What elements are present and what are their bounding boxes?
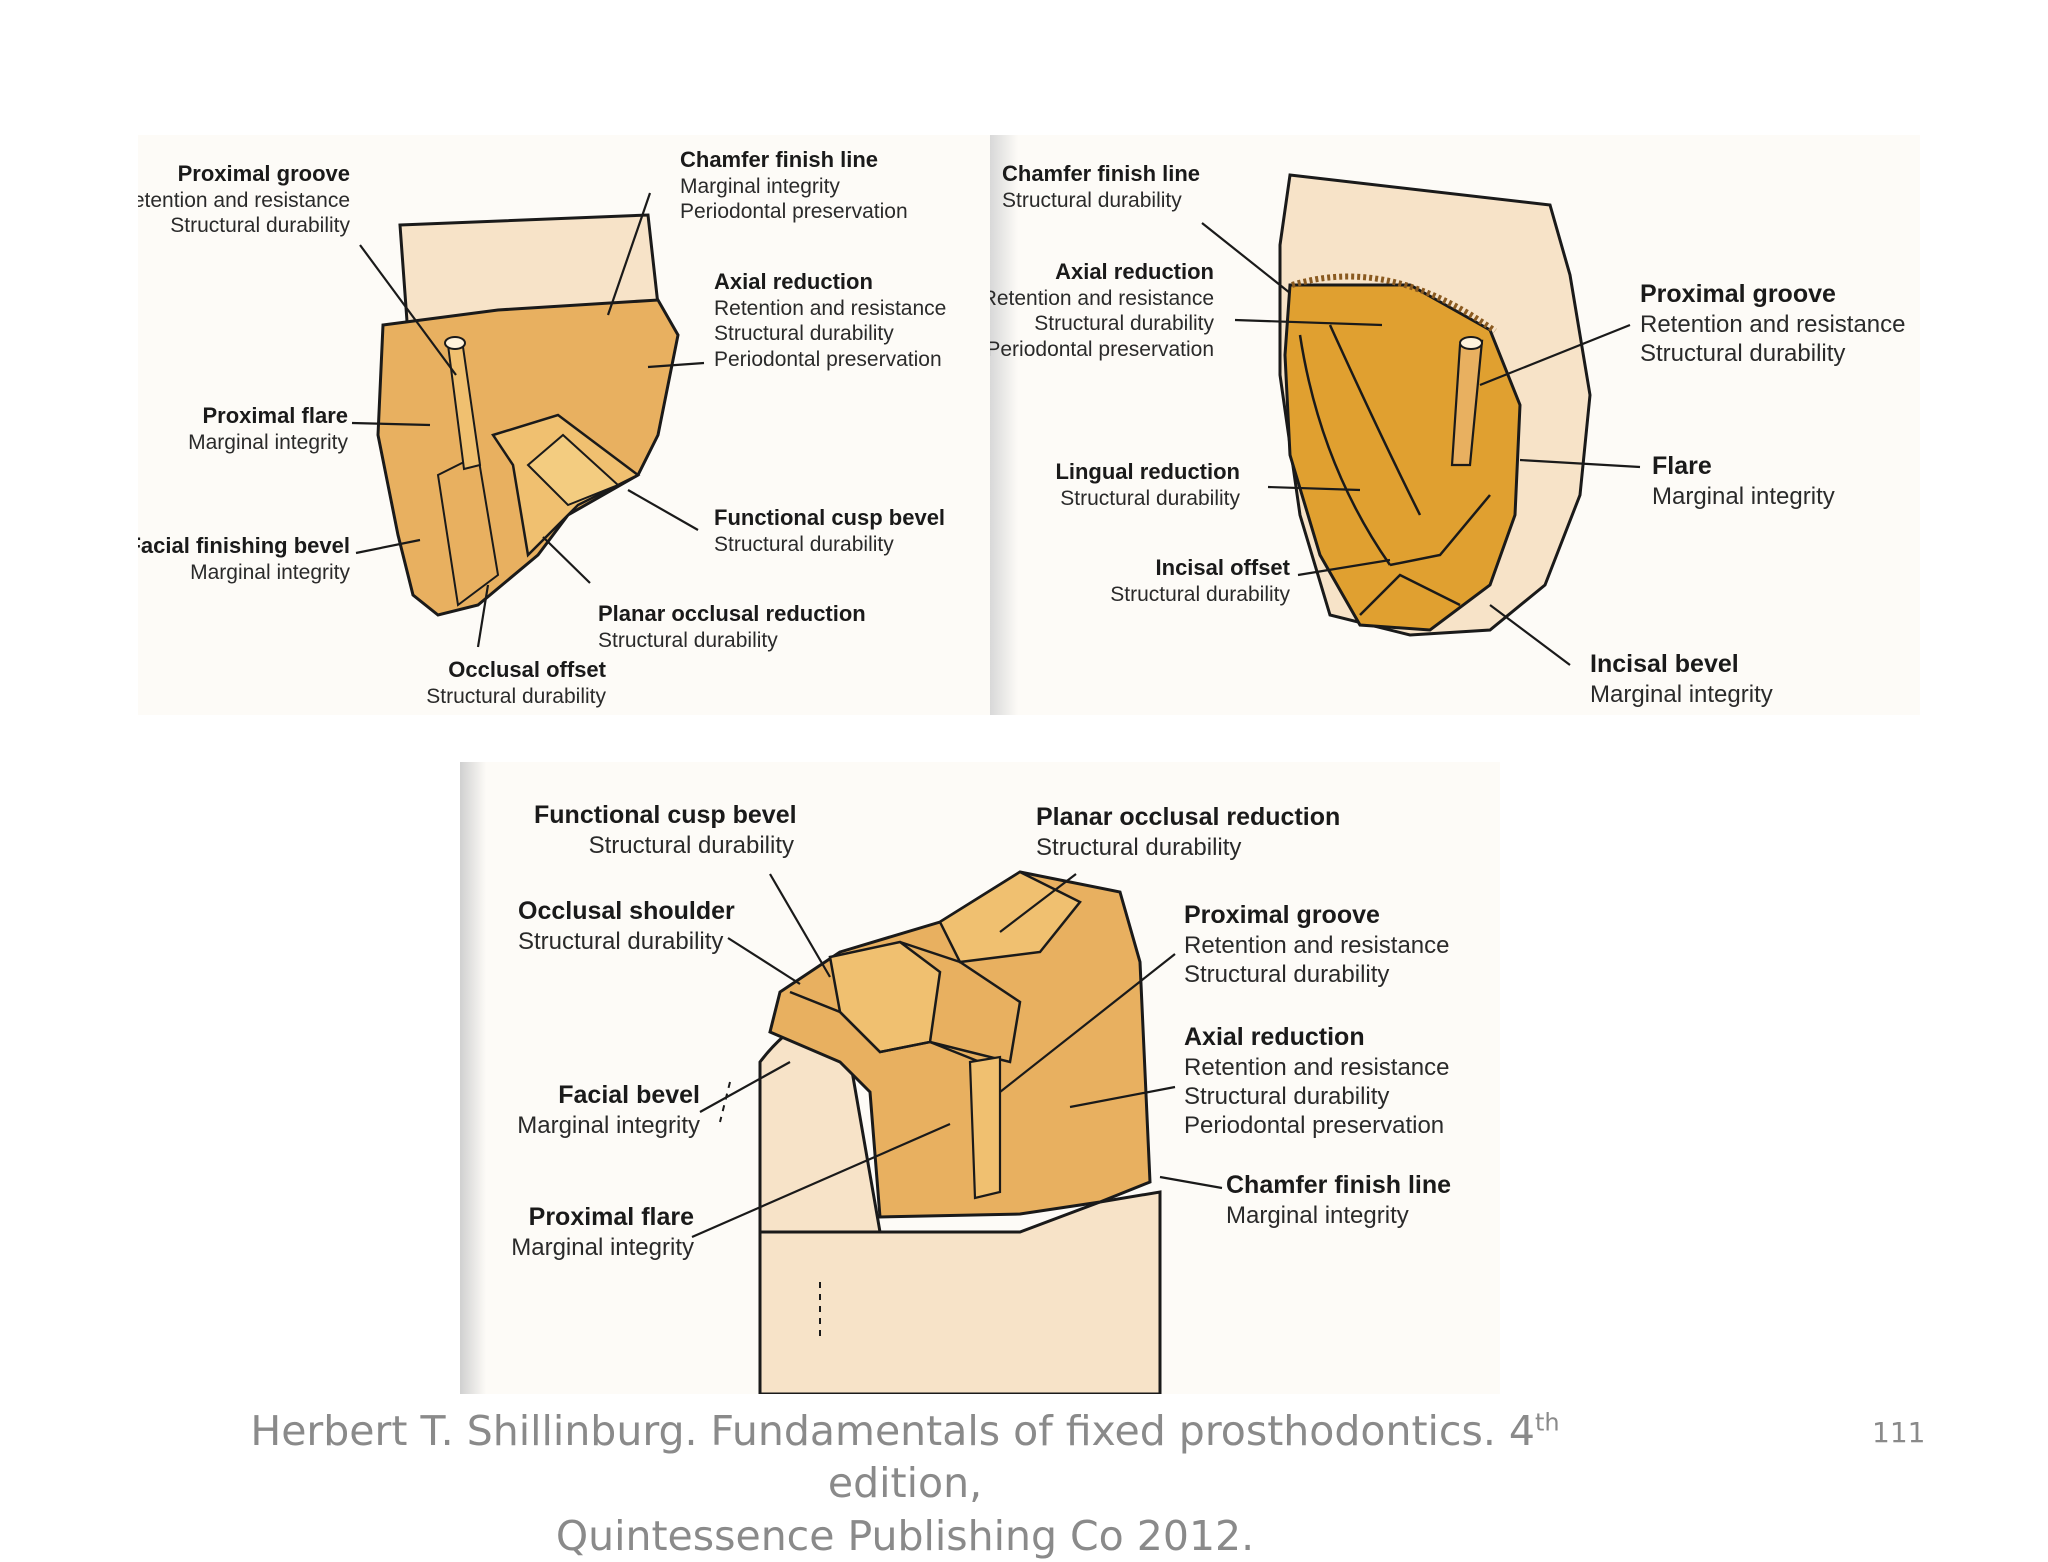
- citation-line-1: Herbert T. Shillinburg. Fundamentals of …: [250, 1407, 1560, 1508]
- figure-a-label-proximal-groove: Proximal groove Retention and resistance…: [138, 161, 350, 238]
- figure-a-label-chamfer-finish-line: Chamfer finish line Marginal integrity P…: [680, 147, 908, 224]
- figure-a-panel: Proximal groove Retention and resistance…: [138, 135, 990, 715]
- figure-b-label-incisal-offset: Incisal offset Structural durability: [1110, 555, 1290, 606]
- figure-b-chamfer-band: [1291, 273, 1497, 334]
- figure-c-tooth-root: [758, 1190, 1162, 1394]
- figure-a-label-proximal-flare: Proximal flare Marginal integrity: [188, 403, 348, 454]
- figure-c-label-functional-cusp-bevel: Functional cusp bevel Structural durabil…: [534, 801, 797, 859]
- figure-a-label-axial-reduction: Axial reduction Retention and resistance…: [714, 269, 947, 372]
- figure-c-page-shadow: [460, 762, 486, 1394]
- figure-b-label-flare: Flare Marginal integrity: [1652, 452, 1835, 510]
- figure-a-leader-lines: [351, 192, 705, 648]
- figure-a-label-occlusal-offset: Occlusal offset Structural durability: [426, 657, 606, 708]
- figure-c-label-axial-reduction: Axial reduction Retention and resistance…: [1184, 1023, 1450, 1140]
- figure-b-tooth-drawing: [1201, 173, 1641, 666]
- figure-c-label-proximal-flare: Proximal flare Marginal integrity: [511, 1203, 694, 1261]
- page-number: 111: [1872, 1416, 1926, 1449]
- figure-c-groove: [968, 1055, 1002, 1200]
- citation: Herbert T. Shillinburg. Fundamentals of …: [180, 1405, 1630, 1562]
- figure-b-label-lingual-reduction: Lingual reduction Structural durability: [1055, 459, 1240, 510]
- figure-c-label-proximal-groove: Proximal groove Retention and resistance…: [1184, 901, 1450, 988]
- figure-c-label-chamfer-finish-line: Chamfer finish line Marginal integrity: [1226, 1171, 1452, 1229]
- figure-c-label-facial-bevel: Facial bevel Marginal integrity: [517, 1081, 700, 1139]
- figure-b-label-incisal-bevel: Incisal bevel Marginal integrity: [1590, 650, 1773, 708]
- figure-c-label-planar-occlusal-reduction: Planar occlusal reduction Structural dur…: [1036, 803, 1341, 861]
- figure-b-label-chamfer-finish-line: Chamfer finish line Structural durabilit…: [1002, 161, 1201, 212]
- figure-a-label-planar-occlusal-reduction: Planar occlusal reduction Structural dur…: [598, 601, 866, 652]
- figure-a-cusp-bevel: [526, 433, 620, 507]
- figure-a-tooth-drawing: [351, 192, 705, 648]
- figure-c-tooth-drawing: [691, 870, 1223, 1394]
- figure-b-leader-lines: [1201, 222, 1641, 666]
- figure-b-panel: Chamfer finish line Structural durabilit…: [990, 135, 1920, 715]
- figure-c-panel: Functional cusp bevel Structural durabil…: [460, 762, 1500, 1394]
- figure-c-leader-lines: [691, 873, 1223, 1239]
- figure-c-label-occlusal-shoulder: Occlusal shoulder Structural durability: [518, 897, 735, 955]
- figure-b-label-proximal-groove: Proximal groove Retention and resistance…: [1640, 280, 1906, 367]
- figure-a-label-functional-cusp-bevel: Functional cusp bevel Structural durabil…: [714, 505, 946, 556]
- figure-b-label-axial-reduction: Axial reduction Retention and resistance…: [990, 259, 1214, 362]
- figure-b-page-shadow: [990, 135, 1018, 715]
- figure-a-label-facial-finishing-bevel: Facial finishing bevel Marginal integrit…: [138, 533, 350, 584]
